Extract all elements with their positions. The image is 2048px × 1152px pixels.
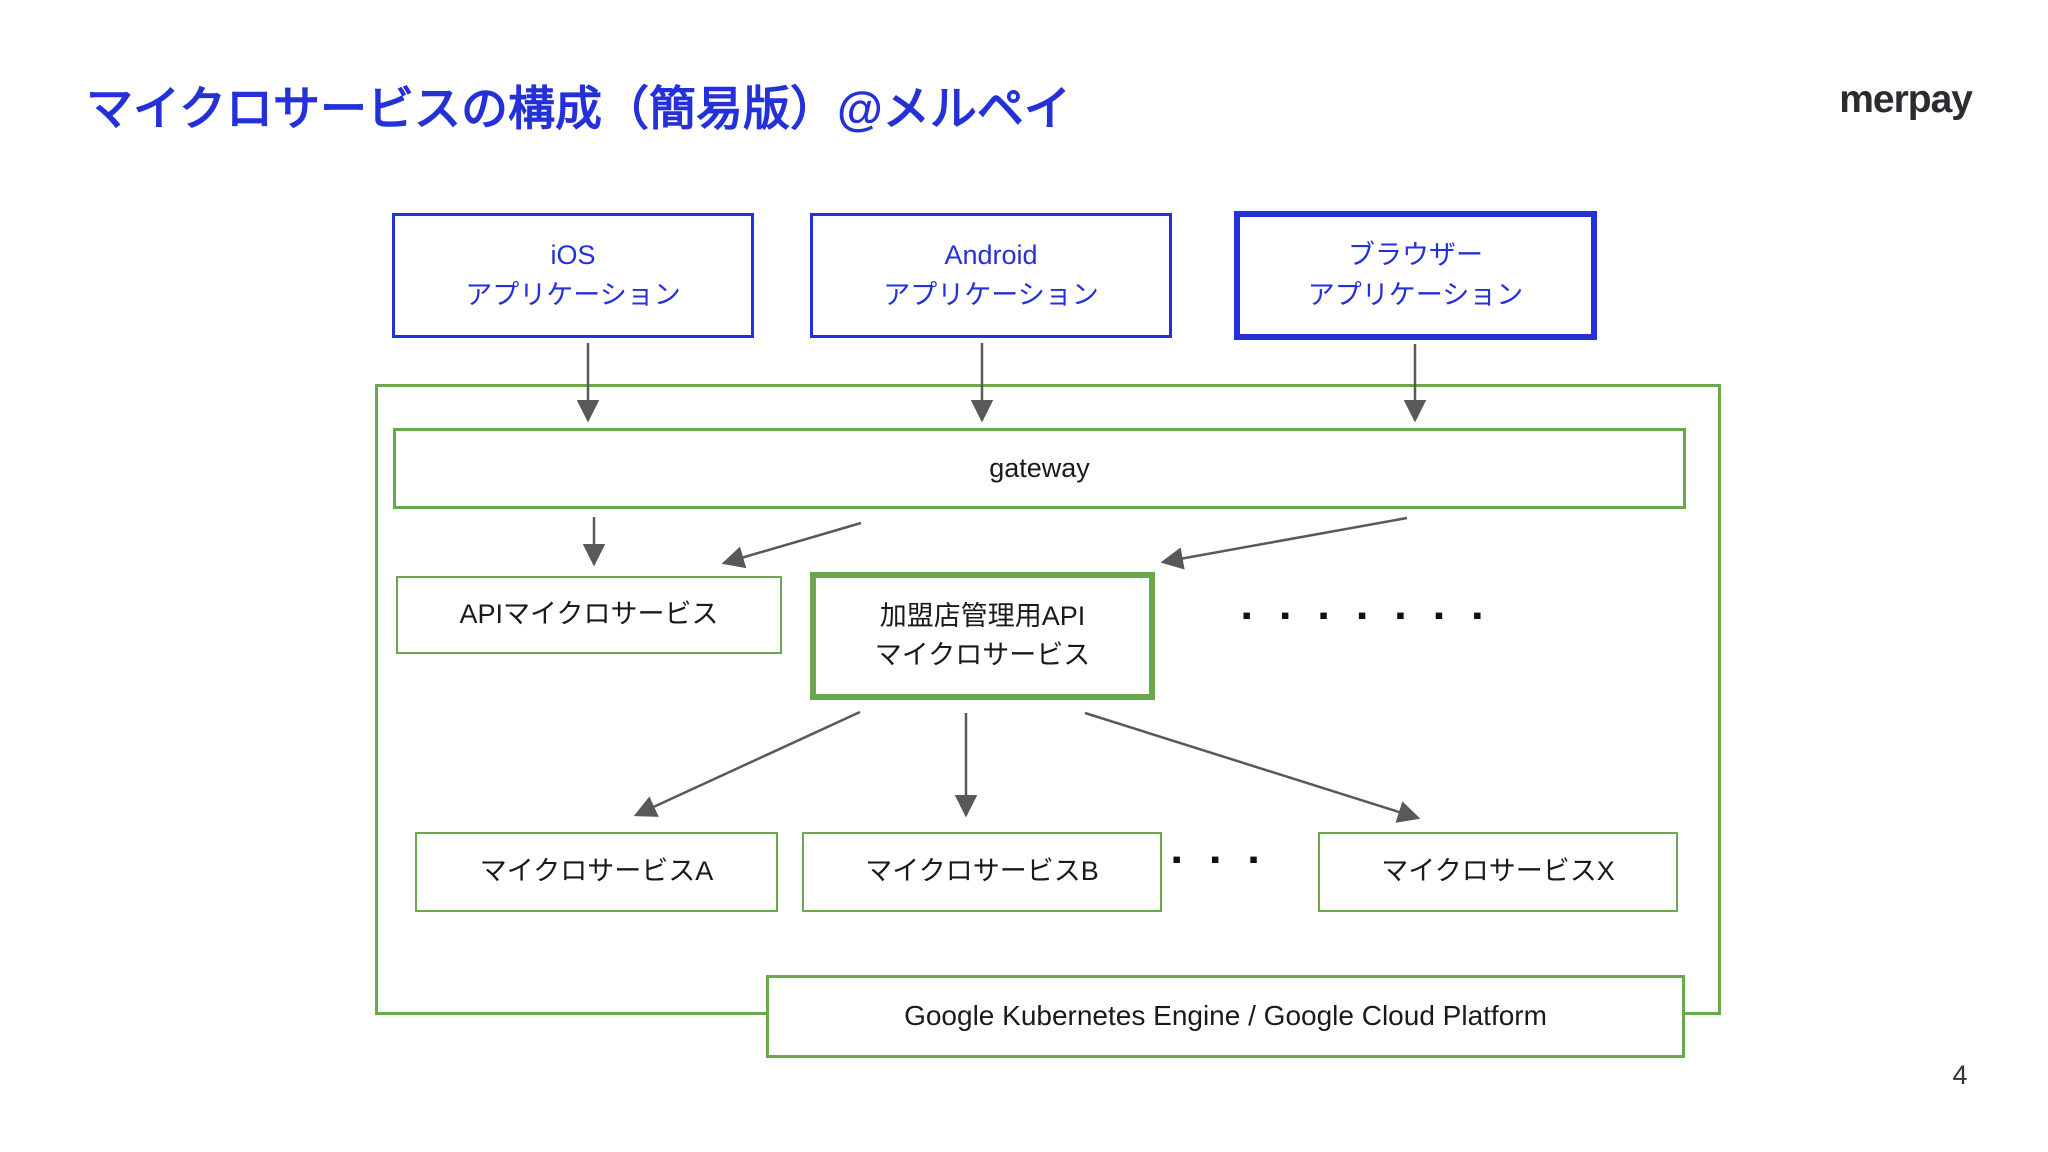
node-browser-application: ブラウザー アプリケーション xyxy=(1234,211,1597,340)
slide-title: マイクロサービスの構成（簡易版）@メルペイ xyxy=(86,82,1071,135)
node-label-line: iOS xyxy=(550,240,596,271)
node-label-line: APIマイクロサービス xyxy=(459,599,719,630)
node-gateway: gateway xyxy=(393,428,1686,509)
node-label-line: Android xyxy=(944,240,1038,271)
node-label-line: 加盟店管理用API xyxy=(879,600,1086,631)
node-label-line: ブラウザー xyxy=(1348,240,1483,271)
ellipsis-dots-small: ▪ ▪ ▪ xyxy=(1172,844,1270,874)
page-number: 4 xyxy=(1952,1060,1968,1090)
node-android-application: Android アプリケーション xyxy=(810,213,1172,338)
node-google-kubernetes-engine: Google Kubernetes Engine / Google Cloud … xyxy=(766,975,1685,1058)
node-microservice-x: マイクロサービスX xyxy=(1318,832,1678,912)
merpay-logo: merpay xyxy=(1839,78,1973,121)
node-ios-application: iOS アプリケーション xyxy=(392,213,754,338)
ellipsis-dots-row: ▪ ▪ ▪ ▪ ▪ ▪ ▪ xyxy=(1242,600,1493,630)
node-label-line: アプリケーション xyxy=(883,279,1099,310)
node-microservice-b: マイクロサービスB xyxy=(802,832,1162,912)
node-microservice-a: マイクロサービスA xyxy=(415,832,778,912)
node-label-line: マイクロサービスA xyxy=(479,856,714,887)
node-label-line: gateway xyxy=(989,452,1090,483)
node-label-line: アプリケーション xyxy=(1307,279,1524,310)
node-label-line: マイクロサービス xyxy=(874,640,1091,670)
node-label-line: アプリケーション xyxy=(465,279,681,310)
node-label-line: Google Kubernetes Engine / Google Cloud … xyxy=(904,1000,1547,1032)
node-api-microservice: APIマイクロサービス xyxy=(396,576,782,654)
node-merchant-admin-api-microservice: 加盟店管理用API マイクロサービス xyxy=(810,572,1155,700)
node-label-line: マイクロサービスB xyxy=(865,856,1099,887)
node-label-line: マイクロサービスX xyxy=(1381,856,1615,887)
